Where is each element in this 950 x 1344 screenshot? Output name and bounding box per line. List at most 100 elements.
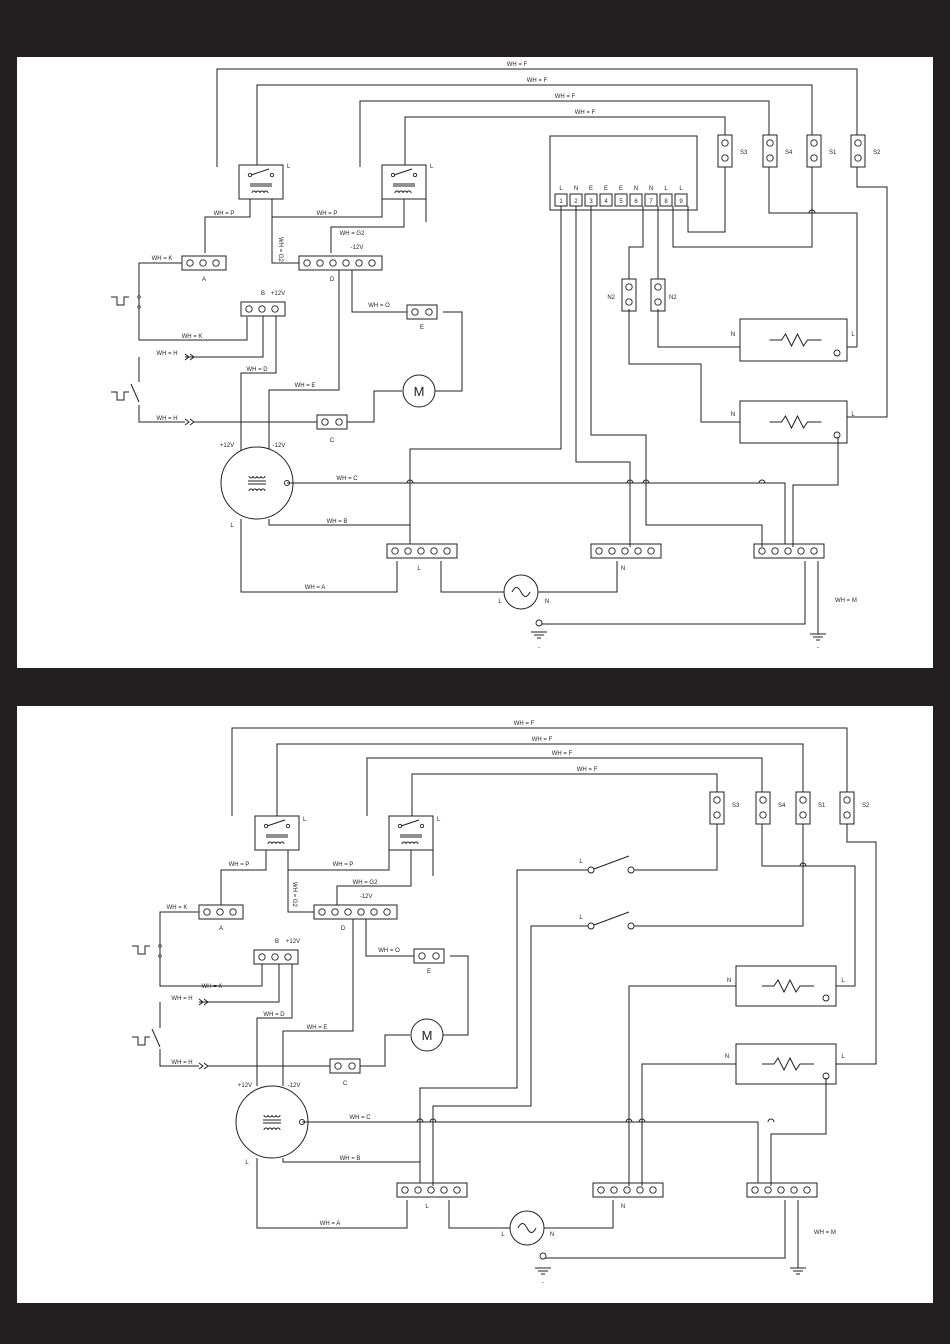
wire bbox=[544, 1200, 614, 1229]
transformer-label-plus12: +12V bbox=[238, 1083, 252, 1089]
terminal bbox=[833, 431, 841, 439]
wire-label-f: WH = F bbox=[514, 721, 535, 727]
terminal bbox=[623, 1186, 631, 1194]
wire-b bbox=[268, 519, 411, 547]
wire-label-m: WH = M bbox=[814, 1230, 836, 1236]
controller-terminal-number: 8 bbox=[664, 199, 668, 205]
wire-label-h: WH = H bbox=[156, 351, 177, 357]
transformer-winding-icon bbox=[263, 1127, 281, 1131]
switch-label-s4: S4 bbox=[778, 803, 786, 809]
controller-terminal-number: 1 bbox=[559, 199, 563, 205]
source-label-l: L bbox=[498, 599, 502, 605]
relay-2 bbox=[388, 815, 434, 851]
heater-label-l: L bbox=[841, 978, 845, 984]
terminal bbox=[419, 823, 425, 829]
wire bbox=[687, 167, 726, 233]
relay-contact bbox=[250, 168, 270, 176]
wire-a bbox=[240, 519, 398, 593]
terminal bbox=[216, 908, 224, 916]
heater-1 bbox=[735, 965, 837, 1007]
terminal bbox=[391, 547, 399, 555]
wire-p bbox=[204, 199, 251, 253]
terminal-label-b: B bbox=[261, 291, 265, 297]
wire-d bbox=[256, 964, 293, 1086]
switch-label-s3: S3 bbox=[740, 150, 748, 156]
wire bbox=[347, 390, 402, 423]
wire bbox=[360, 1034, 410, 1067]
relay-contact bbox=[393, 168, 413, 176]
heater-label-n: N bbox=[725, 1054, 729, 1060]
wire-h bbox=[199, 964, 280, 1003]
terminal bbox=[318, 908, 326, 916]
wire-label-c: WH = C bbox=[336, 476, 358, 482]
transformer bbox=[235, 1085, 309, 1159]
wire-f bbox=[411, 773, 718, 816]
strip-label-l: L bbox=[425, 1204, 429, 1210]
heater-label-l: L bbox=[851, 412, 855, 418]
wire-crossover bbox=[758, 479, 766, 484]
terminal bbox=[822, 994, 830, 1002]
heater-label-l: L bbox=[851, 332, 855, 338]
terminal bbox=[158, 944, 162, 948]
switch-label-s3: S3 bbox=[732, 803, 740, 809]
wire-f bbox=[276, 743, 804, 816]
relay-1 bbox=[238, 164, 284, 200]
motor-label: M bbox=[422, 1028, 433, 1043]
transformer-label-minus12: -12V bbox=[273, 443, 286, 449]
wire-label-f: WH = F bbox=[577, 767, 598, 773]
terminal bbox=[713, 796, 721, 804]
terminal bbox=[843, 811, 851, 819]
resistor-icon bbox=[769, 332, 822, 348]
controller-terminal-number: 9 bbox=[679, 199, 683, 205]
wire-ground bbox=[539, 561, 806, 625]
terminal bbox=[284, 953, 292, 961]
terminal bbox=[647, 547, 655, 555]
controller-terminal bbox=[629, 193, 643, 207]
wire-c bbox=[302, 1121, 759, 1186]
terminal bbox=[764, 1186, 772, 1194]
contact-label-l: L bbox=[579, 915, 583, 921]
terminal bbox=[833, 349, 841, 357]
wire bbox=[634, 824, 718, 871]
controller-terminal-type: N bbox=[634, 186, 638, 192]
terminal bbox=[784, 547, 792, 555]
wire bbox=[432, 925, 588, 1186]
relay-coil-icon bbox=[267, 841, 285, 845]
ground-label: - bbox=[538, 645, 540, 651]
terminal bbox=[535, 619, 543, 627]
terminal bbox=[229, 908, 237, 916]
terminal bbox=[587, 922, 595, 930]
transformer-winding-icon bbox=[248, 488, 266, 492]
controller-terminal bbox=[644, 193, 658, 207]
wire-crossover bbox=[642, 479, 650, 484]
terminal bbox=[797, 547, 805, 555]
wire-d bbox=[240, 316, 277, 452]
wire bbox=[634, 824, 804, 927]
controller-terminal-type: E bbox=[589, 186, 593, 192]
wire-f bbox=[404, 116, 726, 167]
wire-b bbox=[282, 1158, 421, 1186]
wire bbox=[271, 217, 299, 264]
sine-wave-icon bbox=[511, 587, 531, 597]
terminal bbox=[625, 283, 633, 291]
wire bbox=[628, 985, 736, 1186]
wire-label-k: WH = K bbox=[152, 256, 173, 262]
terminal bbox=[654, 283, 662, 291]
door-switch-1-icon bbox=[111, 296, 129, 306]
terminal bbox=[401, 1186, 409, 1194]
voltage-label-minus12: -12V bbox=[351, 245, 364, 251]
terminal bbox=[258, 305, 266, 313]
wire-label-g2-vertical: WH = G2 bbox=[277, 237, 283, 263]
controller-terminal-type: E bbox=[604, 186, 608, 192]
wire-g2 bbox=[330, 199, 405, 253]
terminal bbox=[721, 139, 729, 147]
relay-label-l: L bbox=[437, 817, 441, 823]
wire-label-a: WH = A bbox=[305, 585, 326, 591]
heater-label-l: L bbox=[841, 1054, 845, 1060]
terminal bbox=[357, 908, 365, 916]
wire-label-f: WH = F bbox=[555, 94, 576, 100]
wire-f bbox=[216, 68, 858, 167]
voltage-label-minus12: -12V bbox=[360, 894, 373, 900]
wire-f bbox=[366, 757, 763, 816]
